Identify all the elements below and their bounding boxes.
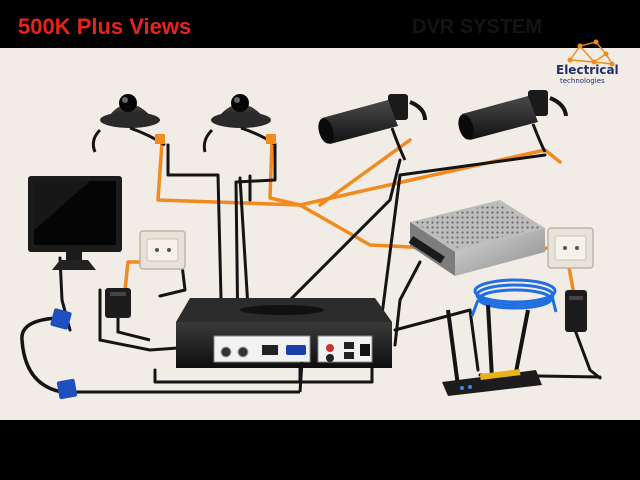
network-nodes-icon: [567, 39, 615, 67]
wifi-router: [442, 304, 542, 396]
video-cables: [58, 143, 602, 384]
views-badge: 500K Plus Views: [18, 14, 192, 39]
brand-logo: Electrical technologies: [556, 36, 632, 85]
wall-socket-left: [139, 230, 186, 270]
vga-cable: [20, 308, 304, 400]
brand-tagline: technologies: [560, 77, 605, 85]
bullet-camera-1: [318, 94, 427, 161]
dome-camera-2: [202, 94, 277, 153]
monitor: [28, 176, 122, 270]
bullet-camera-2: [458, 90, 568, 153]
dome-camera-1: [91, 94, 166, 153]
brand-name: Electrical: [556, 63, 619, 77]
wall-socket-right: [547, 227, 594, 269]
diagram-title: DVR SYSTEM: [412, 16, 543, 38]
dvr-recorder: [176, 298, 392, 368]
power-supply: [408, 200, 545, 276]
bottom-letterbox: [0, 420, 640, 480]
power-adapter-left: [105, 288, 151, 342]
top-letterbox: [0, 0, 640, 48]
ethernet-cable: [470, 278, 558, 317]
power-adapter-right: [565, 290, 587, 332]
